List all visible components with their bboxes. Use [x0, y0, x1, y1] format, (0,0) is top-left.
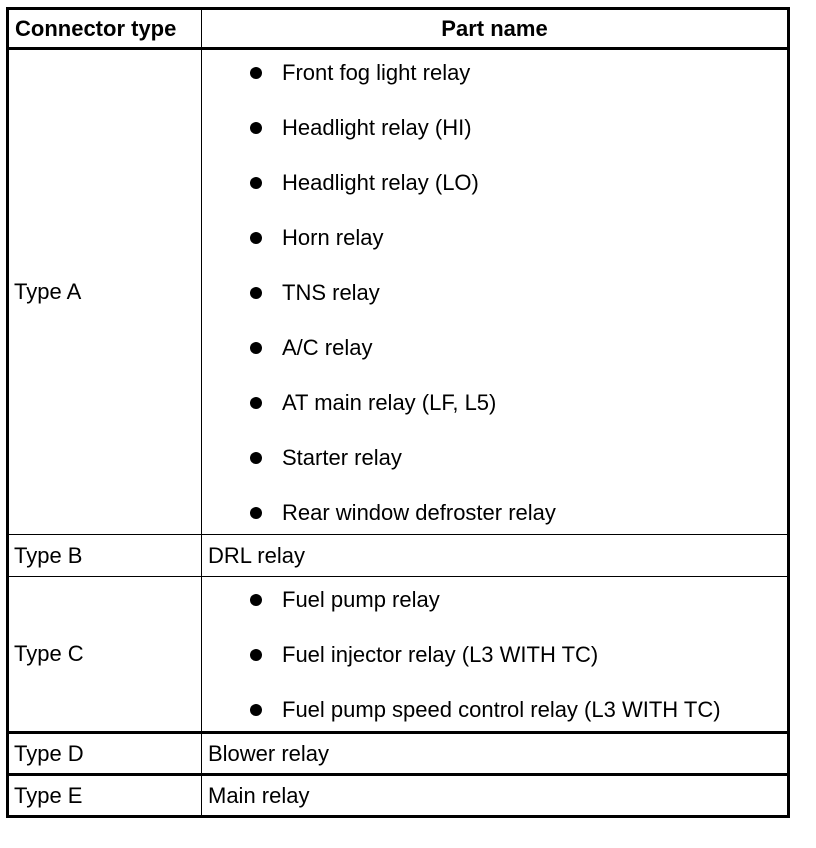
- list-item: Fuel injector relay (L3 WITH TC): [250, 642, 781, 668]
- part-name-cell: Front fog light relay Headlight relay (H…: [201, 48, 789, 535]
- bullet-icon: [250, 397, 262, 409]
- part-name: TNS relay: [282, 280, 380, 305]
- part-name: Headlight relay (LO): [282, 170, 479, 195]
- table-row-type-c: Type C Fuel pump relay Fuel injector rel…: [7, 576, 789, 733]
- part-name-header: Part name: [201, 8, 789, 50]
- part-name: AT main relay (LF, L5): [282, 390, 497, 415]
- part-name: Fuel pump relay: [282, 587, 440, 612]
- part-name: Front fog light relay: [282, 60, 471, 85]
- part-name: Starter relay: [282, 445, 402, 470]
- list-item: Starter relay: [250, 445, 781, 471]
- part-name-cell: DRL relay: [201, 534, 789, 577]
- list-item: Headlight relay (HI): [250, 115, 781, 141]
- bullet-icon: [250, 704, 262, 716]
- bullet-icon: [250, 649, 262, 661]
- table-row-type-d: Type D Blower relay: [7, 731, 789, 775]
- list-item: Fuel pump relay: [250, 587, 781, 613]
- list-item: Front fog light relay: [250, 60, 781, 86]
- bullet-icon: [250, 342, 262, 354]
- part-list: Front fog light relay Headlight relay (H…: [250, 60, 781, 526]
- part-name: Horn relay: [282, 225, 384, 250]
- connector-type-cell: Type C: [7, 576, 202, 733]
- list-item: Horn relay: [250, 225, 781, 251]
- part-name-cell: Blower relay: [201, 731, 789, 775]
- bullet-icon: [250, 67, 262, 79]
- list-item: TNS relay: [250, 280, 781, 306]
- table-row-type-a: Type A Front fog light relay Headlight r…: [7, 48, 789, 535]
- part-name: A/C relay: [282, 335, 373, 360]
- connector-type-cell: Type A: [7, 48, 202, 535]
- bullet-icon: [250, 507, 262, 519]
- bullet-icon: [250, 232, 262, 244]
- list-item: Fuel pump speed control relay (L3 WITH T…: [250, 697, 781, 723]
- part-name: Fuel injector relay (L3 WITH TC): [282, 642, 599, 667]
- part-name: Rear window defroster relay: [282, 500, 556, 525]
- list-item: A/C relay: [250, 335, 781, 361]
- list-item: Headlight relay (LO): [250, 170, 781, 196]
- part-name: Headlight relay (HI): [282, 115, 472, 140]
- connector-type-cell: Type D: [7, 731, 202, 775]
- connector-part-table: Connector type Part name Type A Front fo…: [6, 7, 790, 818]
- part-list: Fuel pump relay Fuel injector relay (L3 …: [250, 587, 781, 723]
- table-row-type-e: Type E Main relay: [7, 773, 789, 817]
- bullet-icon: [250, 177, 262, 189]
- table-header-row: Connector type Part name: [7, 8, 789, 50]
- connector-type-header: Connector type: [7, 8, 202, 50]
- part-name-cell: Fuel pump relay Fuel injector relay (L3 …: [201, 576, 789, 733]
- list-item: AT main relay (LF, L5): [250, 390, 781, 416]
- connector-type-cell: Type B: [7, 534, 202, 577]
- bullet-icon: [250, 594, 262, 606]
- connector-type-cell: Type E: [7, 773, 202, 817]
- bullet-icon: [250, 287, 262, 299]
- part-name: Fuel pump speed control relay (L3 WITH T…: [282, 697, 721, 722]
- part-name-cell: Main relay: [201, 773, 789, 817]
- list-item: Rear window defroster relay: [250, 500, 781, 526]
- bullet-icon: [250, 122, 262, 134]
- bullet-icon: [250, 452, 262, 464]
- table-row-type-b: Type B DRL relay: [7, 534, 789, 577]
